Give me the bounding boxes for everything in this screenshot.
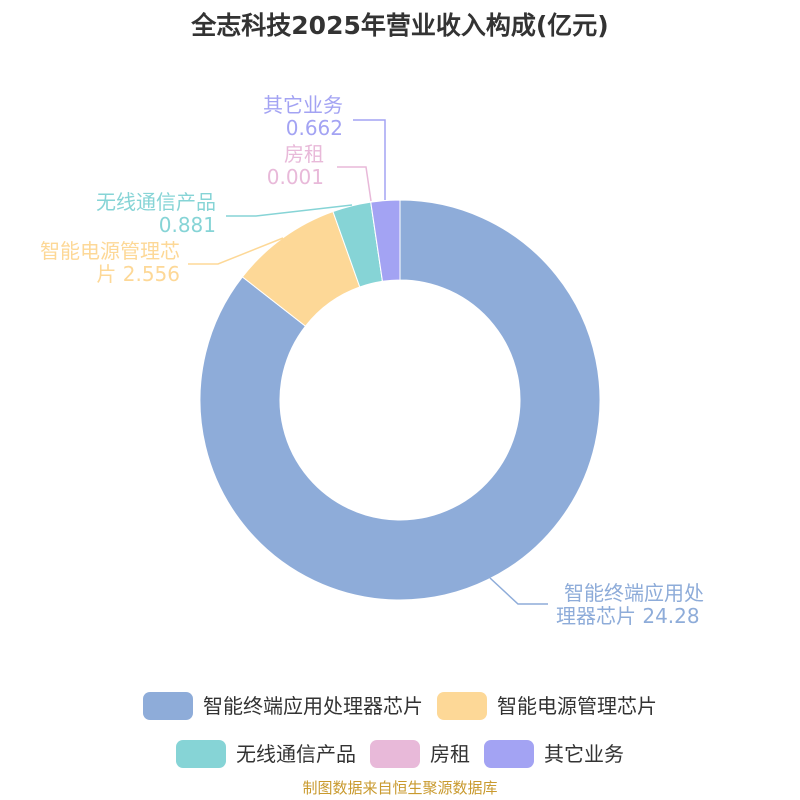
legend-label: 智能电源管理芯片 bbox=[497, 694, 657, 718]
data-label-0-line2: 理器芯片 24.28 bbox=[556, 604, 700, 628]
data-label-3-line1: 房租 bbox=[284, 142, 324, 166]
legend-item-1[interactable]: 智能电源管理芯片 bbox=[437, 692, 657, 720]
data-label-2: 无线通信产品 0.881 bbox=[96, 191, 216, 237]
legend-swatch bbox=[143, 692, 193, 720]
data-label-2-line1: 无线通信产品 bbox=[96, 190, 216, 214]
legend-item-0[interactable]: 智能终端应用处理器芯片 bbox=[143, 692, 423, 720]
source-note: 制图数据来自恒生聚源数据库 bbox=[302, 779, 498, 797]
legend-swatch bbox=[437, 692, 487, 720]
legend-label: 无线通信产品 bbox=[236, 742, 356, 766]
legend-label: 其它业务 bbox=[544, 742, 624, 766]
leader-line-3 bbox=[337, 166, 372, 202]
legend-swatch bbox=[484, 740, 534, 768]
leader-line-1 bbox=[188, 237, 284, 265]
data-label-3-line2: 0.001 bbox=[266, 165, 324, 189]
legend-item-3[interactable]: 房租 bbox=[370, 740, 470, 768]
leader-line-0 bbox=[489, 577, 548, 605]
data-label-4: 其它业务 0.662 bbox=[263, 94, 343, 140]
legend-swatch bbox=[370, 740, 420, 768]
leader-line-4 bbox=[353, 119, 386, 200]
data-label-1: 智能电源管理芯 片 2.556 bbox=[40, 240, 180, 286]
chart-title: 全志科技2025年营业收入构成(亿元) bbox=[191, 11, 609, 40]
data-label-1-line2: 片 2.556 bbox=[96, 262, 180, 286]
data-label-4-line2: 0.662 bbox=[285, 116, 343, 140]
donut-slice-4[interactable] bbox=[370, 199, 401, 282]
legend-row-1: 智能终端应用处理器芯片 智能电源管理芯片 bbox=[0, 692, 800, 720]
data-label-0-line1: 智能终端应用处 bbox=[564, 581, 704, 605]
donut-slice-0[interactable] bbox=[199, 199, 601, 601]
legend-row-2: 无线通信产品 房租 其它业务 bbox=[0, 740, 800, 768]
data-label-4-line1: 其它业务 bbox=[263, 93, 343, 117]
legend-swatch bbox=[176, 740, 226, 768]
data-label-2-line2: 0.881 bbox=[158, 213, 216, 237]
legend-item-2[interactable]: 无线通信产品 bbox=[176, 740, 356, 768]
data-label-1-line1: 智能电源管理芯 bbox=[40, 239, 180, 263]
legend-label: 智能终端应用处理器芯片 bbox=[203, 694, 423, 718]
legend-label: 房租 bbox=[430, 742, 470, 766]
data-label-3: 房租 0.001 bbox=[267, 143, 324, 189]
data-label-0: 智能终端应用处 理器芯片 24.28 bbox=[556, 582, 704, 628]
legend-item-4[interactable]: 其它业务 bbox=[484, 740, 624, 768]
leader-line-2 bbox=[226, 204, 353, 217]
